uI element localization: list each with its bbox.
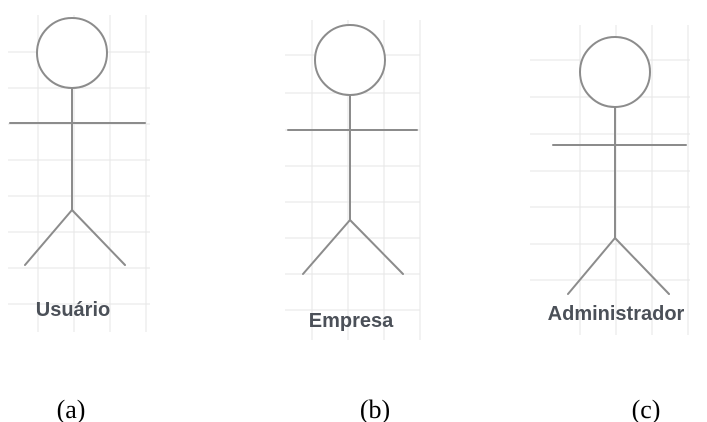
actor-label-empresa: Empresa xyxy=(309,310,394,332)
actor-label-usuario: Usuário xyxy=(36,299,110,321)
caption-c: (c) xyxy=(632,395,661,422)
actor-right-leg-administrador xyxy=(614,237,670,295)
actor-usuario: Usuário xyxy=(8,15,150,332)
actor-head-administrador xyxy=(579,36,651,108)
actor-head-empresa xyxy=(314,24,386,96)
actor-left-leg-administrador xyxy=(567,237,616,295)
actor-empresa: Empresa xyxy=(285,20,421,340)
caption-b: (b) xyxy=(360,395,390,422)
actor-right-leg-usuario xyxy=(71,209,126,266)
actor-left-leg-empresa xyxy=(302,219,351,275)
actor-administrador: Administrador xyxy=(530,25,690,335)
actor-left-leg-usuario xyxy=(24,209,73,266)
actor-label-administrador: Administrador xyxy=(548,303,685,325)
actor-head-usuario xyxy=(36,17,108,89)
caption-a: (a) xyxy=(57,395,86,422)
actor-right-leg-empresa xyxy=(349,219,404,275)
